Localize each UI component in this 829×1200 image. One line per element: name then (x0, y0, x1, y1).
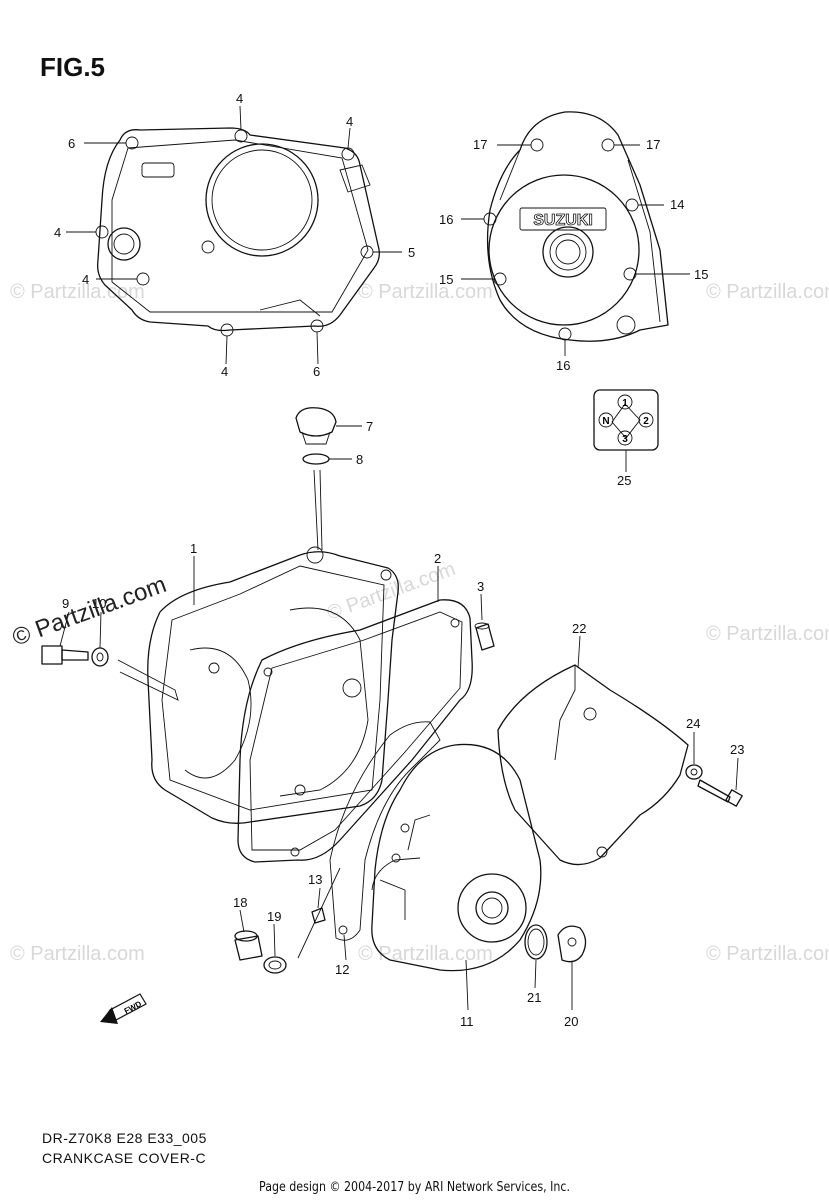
dowel-pin (474, 622, 495, 651)
callout-3: 3 (477, 579, 484, 594)
callout-23: 23 (730, 742, 744, 757)
callout-25: 25 (617, 473, 631, 488)
top-left-callouts: 6 4 4 4 5 4 4 6 (54, 91, 415, 379)
watermark: © Partzilla.com (358, 281, 493, 303)
top-right-callouts: 17 17 16 14 15 15 16 (439, 137, 708, 373)
callout-10: 10 (92, 596, 106, 611)
callout-16: 16 (439, 212, 453, 227)
top-right-leaders (461, 144, 690, 356)
callout-7: 7 (366, 419, 373, 434)
callout-4: 4 (82, 272, 89, 287)
callout-4: 4 (236, 91, 243, 106)
watermark: © Partzilla.com (358, 943, 493, 965)
bolt-and-washer-left (41, 645, 109, 667)
watermark: © Partzilla.com (706, 943, 829, 965)
gear-2-label: 2 (643, 416, 649, 427)
lower-leaders (59, 556, 739, 1011)
forward-arrow: FWD (100, 993, 147, 1024)
diagram-code: DR-Z70K8 E28 E33_005 (42, 1130, 207, 1146)
callout-11: 11 (460, 1014, 474, 1029)
drain-plug-parts (234, 907, 326, 974)
callout-9: 9 (62, 596, 69, 611)
callout-4: 4 (54, 225, 61, 240)
callout-8: 8 (356, 452, 363, 467)
lower-callouts: 1 2 3 9 10 22 24 23 13 18 19 12 11 21 20 (62, 541, 744, 1029)
callout-6: 6 (313, 364, 320, 379)
callout-16: 16 (556, 358, 570, 373)
suzuki-logo: SUZUKI (533, 212, 593, 229)
callout-19: 19 (267, 909, 281, 924)
partzilla-watermark: © Partzilla.com (9, 571, 170, 652)
washer-and-bolt (685, 764, 743, 807)
figure-title: FIG.5 (40, 52, 106, 82)
magneto-gasket (329, 721, 441, 941)
callout-18: 18 (233, 895, 247, 910)
callout-12: 12 (335, 962, 349, 977)
callout-1: 1 (190, 541, 197, 556)
gear-neutral-label: N (602, 416, 609, 427)
callout-14: 14 (670, 197, 684, 212)
faint-watermarks: © Partzilla.com © Partzilla.com © Partzi… (10, 281, 829, 965)
sprocket-cover (497, 664, 689, 866)
oil-filler-cap-assembly: 7 8 (295, 407, 373, 551)
watermark: © Partzilla.com (706, 281, 829, 303)
callout-15: 15 (439, 272, 453, 287)
gear-3-label: 3 (622, 434, 628, 445)
watermark: © Partzilla.com (10, 943, 145, 965)
watermark: © Partzilla.com (706, 623, 829, 645)
callout-6: 6 (68, 136, 75, 151)
callout-17: 17 (646, 137, 660, 152)
copyright-footer: Page design © 2004-2017 by ARI Network S… (259, 1180, 570, 1195)
watermark: © Partzilla.com (10, 281, 145, 303)
clutch-cover-exterior (95, 127, 380, 337)
callout-22: 22 (572, 621, 586, 636)
callout-13: 13 (308, 872, 322, 887)
callout-17: 17 (473, 137, 487, 152)
callout-21: 21 (527, 990, 541, 1005)
magneto-cover-exterior: SUZUKI (483, 111, 669, 342)
gear-indicator-plate: 1 2 3 N 25 (593, 389, 659, 488)
callout-5: 5 (408, 245, 415, 260)
crankcase-cover (117, 546, 399, 824)
cap-and-oring (524, 924, 587, 963)
callout-4: 4 (221, 364, 228, 379)
callout-20: 20 (564, 1014, 578, 1029)
magneto-cover (371, 743, 542, 972)
gear-1-label: 1 (622, 398, 628, 409)
callout-24: 24 (686, 716, 700, 731)
callout-2: 2 (434, 551, 441, 566)
callout-15: 15 (694, 267, 708, 282)
diagram-name: CRANKCASE COVER-C (42, 1150, 207, 1166)
crankcase-gasket (237, 599, 473, 863)
top-left-leaders (66, 105, 402, 365)
callout-4: 4 (346, 114, 353, 129)
